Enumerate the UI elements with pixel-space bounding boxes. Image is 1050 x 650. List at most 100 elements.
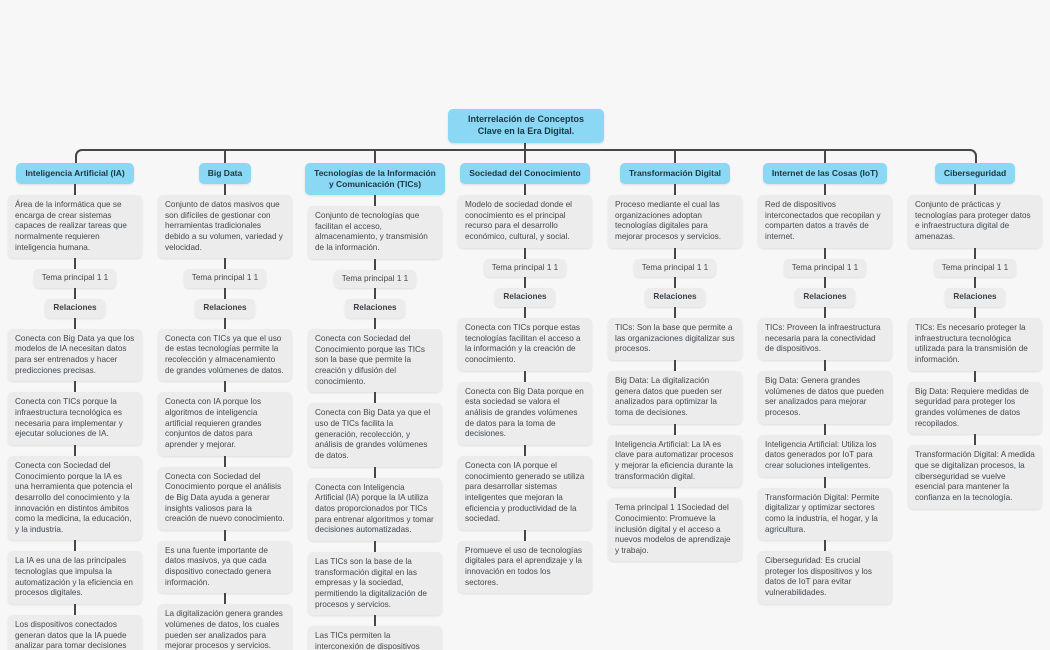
branch-topic[interactable]: Internet de las Cosas (IoT) [762,163,888,185]
tema-principal-node[interactable]: Tema principal 1 1 [483,258,567,278]
root-node[interactable]: Interrelación de Conceptos Clave en la E… [448,109,604,143]
relaciones-node[interactable]: Relaciones [945,288,1005,307]
connector-line [374,149,376,163]
branch-topic[interactable]: Sociedad del Conocimiento [460,163,590,185]
tema-principal-node[interactable]: Tema principal 1 1 [633,258,717,278]
tema-principal-node[interactable]: Tema principal 1 1 [933,258,1017,278]
branch-definition[interactable]: Modelo de sociedad donde el conocimiento… [458,195,592,248]
connector-line [674,423,676,435]
relation-node[interactable]: Conecta con TICs porque estas tecnología… [458,317,592,371]
connector-line [74,444,76,456]
branch-definition[interactable]: Área de la informática que se encarga de… [8,195,142,259]
relation-node[interactable]: La digitalización genera grandes volúmen… [158,604,292,650]
connector-line [824,423,826,435]
connector-line [674,487,676,499]
relation-node[interactable]: Conecta con Big Data porque en esta soci… [458,381,592,445]
branch-column-3: Tecnologías de la Información y Comunica… [300,163,450,650]
connector-line [524,149,526,163]
relation-node[interactable]: TICs: Es necesario proteger la infraestr… [908,317,1042,371]
connector-line [224,317,226,329]
relation-node[interactable]: Inteligencia Artificial: Utiliza los dat… [758,434,892,477]
relation-node[interactable]: Conecta con TICs ya que el uso de estas … [158,328,292,382]
connector-line [974,370,976,382]
branch-topic[interactable]: Inteligencia Artificial (IA) [16,163,134,185]
relation-node[interactable]: Conecta con IA porque el conocimiento ge… [458,455,592,530]
connector-line [974,184,976,196]
tema-principal-node[interactable]: Tema principal 1 1 [33,269,117,288]
relation-node[interactable]: Las TICs permiten la interconexión de di… [308,626,442,650]
relation-node[interactable]: Big Data: Genera grandes volúmenes de da… [758,370,892,424]
branch-definition[interactable]: Red de dispositivos interconectados que … [758,195,892,248]
relation-node[interactable]: Es una fuente importante de datos masivo… [158,540,292,594]
connector-line [374,258,376,270]
relation-node[interactable]: Transformación Digital: A medida que se … [908,445,1042,509]
branch-column-1: Inteligencia Artificial (IA) Área de la i… [0,163,150,650]
relation-node[interactable]: Conecta con Sociedad del Conocimiento po… [308,329,442,393]
relation-node[interactable]: Tema principal 1 1Sociedad del Conocimie… [608,498,742,562]
connector-rail [75,149,977,163]
relaciones-node[interactable]: Relaciones [645,288,705,307]
relation-node[interactable]: Los dispositivos conectados generan dato… [8,615,142,650]
relation-node[interactable]: Conecta con TICs porque la infraestructu… [8,392,142,445]
connector-line [74,381,76,393]
relation-node[interactable]: Promueve el uso de tecnologías digitales… [458,540,592,594]
branch-topic[interactable]: Ciberseguridad [934,163,1016,185]
relaciones-node[interactable]: Relaciones [45,298,105,318]
branch-definition[interactable]: Proceso mediante el cual las organizacio… [608,195,742,248]
connector-line [224,258,226,270]
relation-node[interactable]: Las TICs son la base de la transformació… [308,551,442,616]
relation-node[interactable]: Conecta con Inteligencia Artificial (IA)… [308,477,442,541]
relation-node[interactable]: Inteligencia Artificial: La IA es clave … [608,434,742,488]
connector-line [674,184,676,196]
relaciones-node[interactable]: Relaciones [345,299,405,319]
relation-node[interactable]: Big Data: Requiere medidas de seguridad … [908,381,1042,435]
connector-line [524,444,526,456]
connector-line [674,306,676,318]
connector-line [524,370,526,382]
branch-topic[interactable]: Transformación Digital [619,163,731,185]
connector-line [824,306,826,318]
connector-line [824,476,826,488]
branch-definition[interactable]: Conjunto de prácticas y tecnologías para… [908,195,1042,248]
relaciones-node[interactable]: Relaciones [795,288,855,307]
connector-line [224,184,226,196]
connector-line [74,317,76,329]
relation-node[interactable]: Conecta con Big Data ya que el uso de TI… [308,403,442,467]
connector-line [824,277,826,289]
connector-line [974,247,976,259]
connector-line [74,184,76,196]
connector-line [824,359,826,371]
relation-node[interactable]: Conecta con Sociedad del Conocimiento po… [8,455,142,541]
relation-node[interactable]: Conecta con Sociedad del Conocimiento po… [158,466,292,530]
connector-line [74,287,76,299]
relation-node[interactable]: Ciberseguridad: Es crucial proteger los … [758,551,892,604]
relation-node[interactable]: Big Data: La digitalización genera datos… [608,370,742,424]
connector-line [824,247,826,259]
branch-definition[interactable]: Conjunto de datos masivos que son difíci… [158,195,292,259]
branch-definition[interactable]: Conjunto de tecnologías que facilitan el… [308,206,442,259]
relation-node[interactable]: Conecta con Big Data ya que los modelos … [8,328,142,382]
relation-node[interactable]: TICs: Son la base que permite a las orga… [608,317,742,360]
branches-row: Inteligencia Artificial (IA) Área de la i… [0,163,1050,650]
connector-line [74,540,76,552]
connector-line [524,184,526,196]
relation-node[interactable]: TICs: Proveen la infraestructura necesar… [758,317,892,360]
relaciones-node[interactable]: Relaciones [495,288,555,307]
connector-line [824,540,826,552]
relaciones-node[interactable]: Relaciones [195,298,255,318]
connector-line [674,277,676,289]
connector-line [74,258,76,270]
connector-line [974,306,976,318]
tema-principal-node[interactable]: Tema principal 1 1 [333,269,417,289]
connector-line [674,247,676,259]
connector-line [524,247,526,259]
tema-principal-node[interactable]: Tema principal 1 1 [783,258,867,278]
branch-topic[interactable]: Tecnologías de la Información y Comunica… [305,163,445,196]
relation-node[interactable]: La IA es una de las principales tecnolog… [8,551,142,605]
branch-topic[interactable]: Big Data [198,163,252,185]
connector-line [374,318,376,330]
relation-node[interactable]: Transformación Digital: Permite digitali… [758,487,892,541]
relation-node[interactable]: Conecta con IA porque los algoritmos de … [158,392,292,456]
tema-principal-node[interactable]: Tema principal 1 1 [183,269,267,288]
